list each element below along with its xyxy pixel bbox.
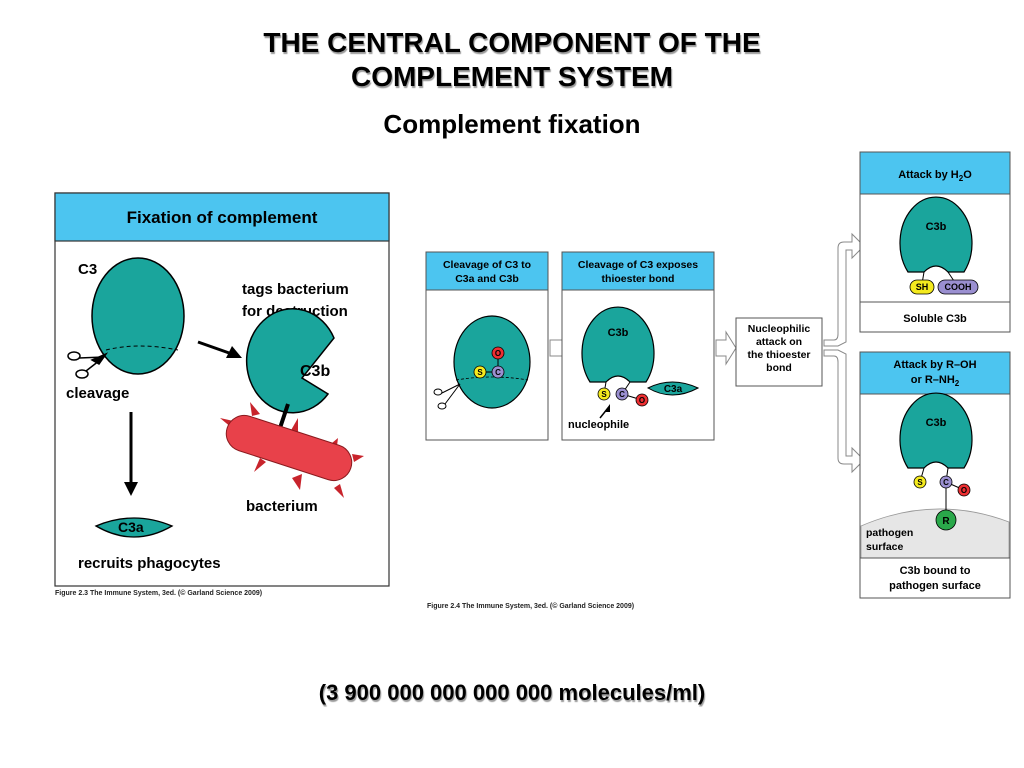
nucleophile-label: nucleophile [568, 419, 629, 431]
svg-text:O: O [639, 396, 645, 405]
scissors-icon [433, 383, 461, 410]
nucleophilic-line4: bond [766, 362, 792, 374]
svg-text:S: S [601, 390, 607, 399]
bacterium-label: bacterium [246, 498, 318, 515]
c3-label: C3 [78, 261, 97, 278]
c3b-molecule [899, 196, 973, 273]
cleavage-label: cleavage [66, 385, 129, 402]
panel1-title-line2: C3a and C3b [455, 273, 519, 285]
c3b-label: C3b [300, 363, 330, 380]
svg-text:R: R [942, 516, 950, 527]
figure-left-caption: Figure 2.3 The Immune System, 3ed. (© Ga… [55, 590, 263, 597]
c3a-label: C3a [118, 519, 144, 535]
molecules-concentration: (3 900 000 000 000 000 molecules/ml) [318, 680, 706, 705]
panel1-title-line1: Cleavage of C3 to [443, 259, 531, 271]
bound-line1: C3b bound to [900, 565, 971, 577]
c3-molecule [91, 257, 185, 375]
panel-title: Fixation of complement [127, 208, 318, 227]
bound-line2: pathogen surface [889, 580, 981, 592]
figure-fixation-of-complement: Fixation of complement C3 cleavage tags … [54, 192, 390, 587]
c3a-molecule [94, 517, 174, 538]
arrow-right-icon [226, 346, 242, 358]
panel2-title-line2: thioester bond [602, 273, 675, 285]
c3b-molecule [581, 306, 655, 383]
slide-title-line2: COMPLEMENT SYSTEM [350, 61, 673, 92]
c3b-molecule [899, 392, 973, 469]
nucleophilic-line2: attack on [756, 336, 802, 348]
c3b-label: C3b [926, 417, 947, 429]
pathogen-line2: surface [866, 541, 904, 553]
svg-text:C: C [619, 390, 625, 399]
arrow-up-icon [604, 404, 610, 412]
svg-text:S: S [917, 478, 923, 487]
figure-right-caption: Figure 2.4 The Immune System, 3ed. (© Ga… [427, 603, 635, 610]
pathogen-line1: pathogen [866, 527, 913, 539]
svg-text:S: S [477, 368, 483, 377]
scissors-icon [67, 351, 109, 379]
sh-label: SH [916, 282, 929, 292]
tags-label-line1: tags bacterium [242, 281, 349, 298]
slide-subtitle: Complement fixation [383, 109, 641, 139]
soluble-label: Soluble C3b [903, 313, 967, 325]
c3b-label: C3b [926, 221, 947, 233]
figure-thioester-mechanism: Cleavage of C3 to C3a and C3b S C O Clea… [425, 151, 1011, 599]
svg-text:C: C [943, 478, 949, 487]
c3-molecule-small [453, 315, 531, 409]
nucleophilic-line1: Nucleophilic [748, 323, 811, 335]
r-group [935, 509, 957, 531]
attack-roh-line1: Attack by R–OH [893, 359, 976, 371]
arrow-right-icon [715, 330, 737, 366]
svg-text:O: O [961, 486, 967, 495]
nucleophilic-line3: the thioester [747, 349, 810, 361]
panel2-title-line1: Cleavage of C3 exposes [578, 259, 698, 271]
cooh-label: COOH [945, 282, 972, 292]
arrow-down-icon [124, 482, 138, 496]
c3a-label: C3a [664, 384, 683, 395]
svg-text:O: O [495, 349, 501, 358]
c3b-label: C3b [608, 327, 629, 339]
attack-roh-line2: or R–NH2 [911, 374, 960, 388]
svg-text:C: C [495, 368, 501, 377]
recruits-label: recruits phagocytes [78, 555, 221, 572]
branch-arrow [823, 349, 865, 474]
pathogen-surface [860, 508, 1010, 559]
c3a-molecule [646, 381, 700, 396]
bacterium [220, 402, 364, 498]
c3b-molecule [245, 308, 335, 414]
slide-title-line1: THE CENTRAL COMPONENT OF THE [263, 27, 761, 58]
attack-h2o-title: Attack by H2O [898, 169, 972, 183]
branch-arrow [823, 232, 865, 347]
